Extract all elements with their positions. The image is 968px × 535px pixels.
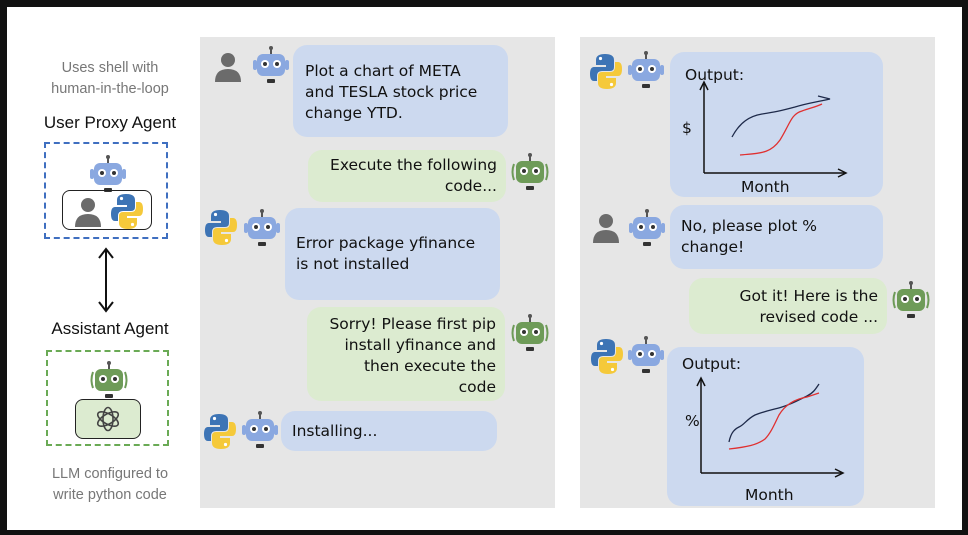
person-icon	[215, 53, 241, 82]
message-line: Got it! Here is the	[739, 287, 878, 305]
message-line: and TESLA stock price	[305, 83, 478, 101]
message-line: Installing...	[292, 422, 378, 440]
message-line: change!	[681, 238, 745, 256]
output-label: Output:	[682, 355, 742, 373]
assistant-agent-box	[46, 350, 169, 446]
robot-green-icon	[511, 313, 549, 352]
y-axis-arrow	[696, 376, 706, 387]
message-percent-request: No, please plot % change!	[670, 205, 883, 269]
robot-blue-icon	[627, 50, 665, 89]
series-red-line	[728, 392, 820, 450]
robot-green-icon	[511, 152, 549, 191]
y-axis-arrow	[699, 80, 709, 91]
robot-blue-icon	[241, 410, 279, 449]
python-icon	[590, 54, 622, 89]
robot-blue-icon	[628, 208, 666, 247]
series-red-line	[739, 103, 823, 156]
chart-dollar	[699, 80, 848, 178]
robot-blue-icon	[243, 208, 281, 247]
assistant-caption-line-1: LLM configured to	[51, 466, 169, 482]
assistant-caption-line-2: write python code	[53, 487, 167, 503]
series-dark-line	[728, 383, 820, 443]
output-label: Output:	[685, 66, 745, 84]
user-proxy-agent-box	[44, 142, 168, 239]
message-line: No, please plot %	[681, 217, 818, 235]
python-icon	[591, 339, 623, 374]
message-error: Error package yfinance is not installed	[285, 208, 500, 300]
robot-blue-icon	[627, 335, 665, 374]
person-icon	[593, 214, 619, 243]
user-proxy-tools-box	[62, 190, 152, 230]
y-axis-label: %	[685, 412, 700, 430]
assistant-caption: LLM configured to write python code	[25, 464, 195, 506]
frame-border-right	[962, 0, 968, 535]
assistant-llm-box	[75, 399, 141, 439]
x-axis-label: Month	[745, 486, 794, 504]
message-line: install yfinance and	[344, 336, 496, 354]
python-icon	[204, 414, 236, 449]
message-line: change YTD.	[305, 104, 403, 122]
openai-icon	[96, 406, 120, 432]
message-line: code...	[444, 177, 497, 195]
message-line: then execute the	[363, 357, 496, 375]
user-proxy-caption: Uses shell with human-in-the-loop	[25, 58, 195, 100]
message-line: Sorry! Please first pip	[329, 315, 496, 333]
robot-blue-icon	[252, 45, 290, 84]
x-axis-arrow	[837, 168, 848, 178]
x-axis-arrow	[834, 468, 845, 478]
user-proxy-caption-line-2: human-in-the-loop	[51, 81, 169, 97]
chart-percent	[696, 376, 845, 478]
message-line: code	[458, 378, 496, 396]
frame-border-bottom	[0, 530, 968, 535]
message-line: is not installed	[296, 255, 410, 273]
python-icon	[205, 210, 237, 245]
robot-green-icon	[892, 280, 930, 319]
frame-border-top	[0, 0, 968, 7]
x-axis-label: Month	[741, 178, 790, 196]
message-execute-code: Execute the following code...	[308, 150, 506, 202]
output-chart-dollar: Output: $ Month	[670, 52, 883, 197]
message-line: Plot a chart of META	[305, 62, 461, 80]
robot-blue-icon	[89, 154, 127, 193]
bidirectional-arrow-icon	[98, 247, 114, 313]
assistant-title: Assistant Agent	[51, 319, 169, 338]
user-proxy-title: User Proxy Agent	[43, 113, 177, 132]
message-install-instructions: Sorry! Please first pip install yfinance…	[307, 307, 505, 401]
message-installing: Installing...	[281, 411, 497, 451]
python-icon	[111, 194, 143, 229]
message-plot-request: Plot a chart of META and TESLA stock pri…	[293, 45, 508, 137]
output-chart-percent: Output: % Month	[667, 347, 864, 506]
message-revised-code: Got it! Here is the revised code ...	[689, 278, 887, 334]
message-line: revised code ...	[759, 308, 878, 326]
series-dark-line	[731, 95, 831, 138]
y-axis-label: $	[682, 119, 692, 137]
robot-green-icon	[90, 360, 128, 399]
person-icon	[75, 198, 101, 227]
user-proxy-caption-line-1: Uses shell with	[61, 60, 159, 76]
message-line: Error package yfinance	[296, 234, 476, 252]
message-line: Execute the following	[330, 156, 497, 174]
frame-border-left	[0, 0, 7, 535]
